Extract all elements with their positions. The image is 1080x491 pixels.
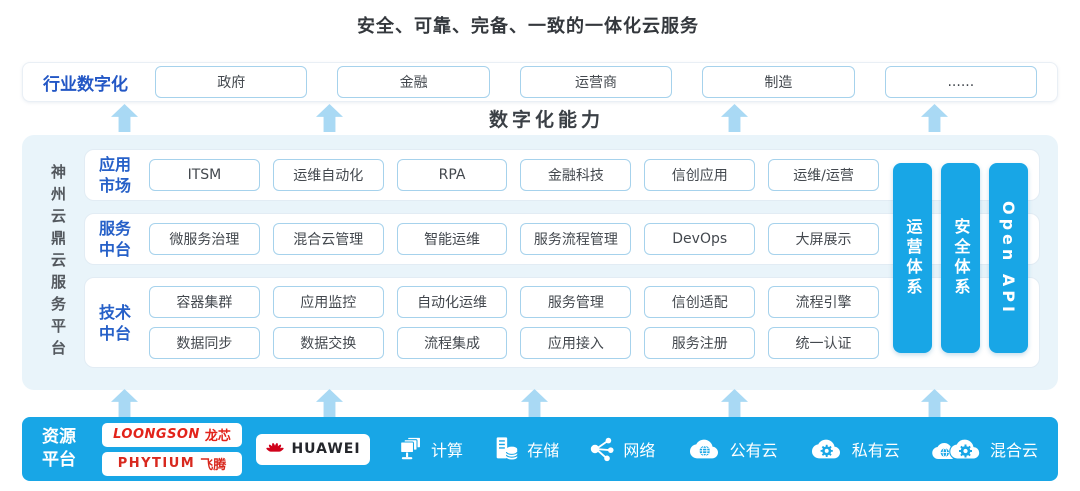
platform-panel: 神州云鼎云服务平台 应用市场 ITSM 运维自动化 RPA 金融科技 信创应用 … xyxy=(22,135,1058,390)
capability-box: 混合云管理 xyxy=(272,223,384,255)
capability-box: 应用接入 xyxy=(520,327,632,359)
resource-item-private-cloud: 私有云 xyxy=(807,435,900,463)
platform-rows: 应用市场 ITSM 运维自动化 RPA 金融科技 信创应用 运维/运营 服务中台… xyxy=(84,149,1040,368)
capability-box: 应用监控 xyxy=(272,286,384,318)
loongson-cn-label: 龙芯 xyxy=(204,429,231,444)
industry-items: 政府 金融 运营商 制造 ...... xyxy=(155,66,1038,98)
loongson-logo: LOONGSON 龙芯 xyxy=(102,422,242,447)
resource-items: 计算 xyxy=(396,434,1038,464)
phytium-logo: PHYTIUM 飞腾 xyxy=(102,451,242,476)
capability-box: 容器集群 xyxy=(149,286,260,318)
row-label: 技术中台 xyxy=(99,302,132,343)
tech-middle-row: 技术中台 容器集群 应用监控 自动化运维 服务管理 信创适配 流程引擎 数据同步… xyxy=(84,277,1040,368)
row-label: 应用市场 xyxy=(99,155,132,195)
capability-box: 服务流程管理 xyxy=(520,223,632,255)
row-items: ITSM 运维自动化 RPA 金融科技 信创应用 运维/运营 xyxy=(149,159,879,191)
industry-item: ...... xyxy=(884,66,1038,98)
capability-box: 数据交换 xyxy=(272,327,384,359)
public-cloud-icon xyxy=(685,435,723,463)
loongson-wordmark: LOONGSON xyxy=(113,427,200,442)
capability-box: 微服务治理 xyxy=(149,223,260,255)
capability-box: 自动化运维 xyxy=(396,286,508,318)
industry-row-label: 行业数字化 xyxy=(43,74,128,95)
phytium-cn-label: 飞腾 xyxy=(200,458,227,473)
resource-item-compute: 计算 xyxy=(396,435,463,463)
capability-box: 流程引擎 xyxy=(768,286,879,318)
resource-item-label: 计算 xyxy=(431,441,464,460)
up-arrow-icon xyxy=(721,104,748,132)
capability-box: 智能运维 xyxy=(396,223,508,255)
row-items-bottom: 数据同步 数据交换 流程集成 应用接入 服务注册 统一认证 xyxy=(149,327,879,359)
storage-icon xyxy=(492,435,520,463)
huawei-wordmark: HUAWEI xyxy=(291,441,361,457)
page-title: 安全、可靠、完备、一致的一体化云服务 xyxy=(357,16,699,37)
app-market-row: 应用市场 ITSM 运维自动化 RPA 金融科技 信创应用 运维/运营 xyxy=(84,149,1040,201)
capability-box: 流程集成 xyxy=(396,327,508,359)
resource-item-label: 存储 xyxy=(527,441,560,460)
capability-box: 运维/运营 xyxy=(768,159,879,191)
up-arrow-icon xyxy=(521,389,548,417)
capability-box: 服务管理 xyxy=(520,286,632,318)
resource-item-storage: 存储 xyxy=(492,435,559,463)
row-items: 微服务治理 混合云管理 智能运维 服务流程管理 DevOps 大屏展示 xyxy=(149,223,879,255)
capability-box: 服务注册 xyxy=(644,327,756,359)
capability-box: 运维自动化 xyxy=(272,159,384,191)
platform-pillars: 运营体系 安全体系 Open API xyxy=(893,163,1028,353)
up-arrow-icon xyxy=(721,389,748,417)
industry-item: 运营商 xyxy=(519,66,673,98)
resource-item-network: 网络 xyxy=(588,435,655,463)
capability-box: 数据同步 xyxy=(149,327,260,359)
row-items-top: 容器集群 应用监控 自动化运维 服务管理 信创适配 流程引擎 xyxy=(149,286,879,318)
up-arrow-icon xyxy=(316,389,343,417)
industry-digitalization-row: 行业数字化 政府 金融 运营商 制造 ...... xyxy=(22,62,1058,102)
compute-icon xyxy=(396,435,424,463)
capability-box: ITSM xyxy=(149,159,260,191)
private-cloud-icon xyxy=(807,435,845,463)
up-arrow-icon xyxy=(921,389,948,417)
resource-item-label: 公有云 xyxy=(729,441,778,460)
pillar-open-api: Open API xyxy=(989,163,1028,353)
capability-box: 金融科技 xyxy=(520,159,632,191)
capability-box: 信创应用 xyxy=(644,159,756,191)
capability-box: 大屏展示 xyxy=(768,223,879,255)
capability-label: 数字化能力 xyxy=(489,109,605,131)
capability-box: 信创适配 xyxy=(644,286,756,318)
up-arrow-icon xyxy=(921,104,948,132)
row-items: 容器集群 应用监控 自动化运维 服务管理 信创适配 流程引擎 数据同步 数据交换… xyxy=(149,286,879,359)
up-arrow-icon xyxy=(111,104,138,132)
capability-box: DevOps xyxy=(644,223,756,255)
pillar-operations: 运营体系 xyxy=(893,163,932,353)
resource-item-public-cloud: 公有云 xyxy=(685,435,778,463)
resource-platform-band: 资源平台 LOONGSON 龙芯 PHYTIUM 飞腾 xyxy=(22,417,1058,481)
resource-item-label: 私有云 xyxy=(851,441,900,460)
hybrid-cloud-icon xyxy=(929,434,983,464)
capability-box: RPA xyxy=(396,159,508,191)
phytium-wordmark: PHYTIUM xyxy=(117,456,196,471)
platform-name: 神州云鼎云服务平台 xyxy=(49,163,67,362)
industry-item: 制造 xyxy=(702,66,855,98)
resource-item-label: 网络 xyxy=(623,441,656,460)
resource-item-label: 混合云 xyxy=(989,441,1038,460)
capability-box: 统一认证 xyxy=(768,327,879,359)
up-arrow-icon xyxy=(316,104,343,132)
pillar-security: 安全体系 xyxy=(941,163,980,353)
resource-item-hybrid-cloud: 混合云 xyxy=(929,434,1038,464)
resource-band-label: 资源平台 xyxy=(42,427,76,470)
industry-item: 金融 xyxy=(337,66,490,98)
network-icon xyxy=(588,435,616,463)
row-label: 服务中台 xyxy=(99,219,132,259)
huawei-logo: HUAWEI xyxy=(256,433,370,465)
up-arrow-icon xyxy=(111,389,138,417)
huawei-flower-icon xyxy=(265,439,285,459)
chip-vendor-logos: LOONGSON 龙芯 PHYTIUM 飞腾 xyxy=(102,422,242,476)
industry-item: 政府 xyxy=(155,66,308,98)
service-middle-row: 服务中台 微服务治理 混合云管理 智能运维 服务流程管理 DevOps 大屏展示 xyxy=(84,213,1040,265)
